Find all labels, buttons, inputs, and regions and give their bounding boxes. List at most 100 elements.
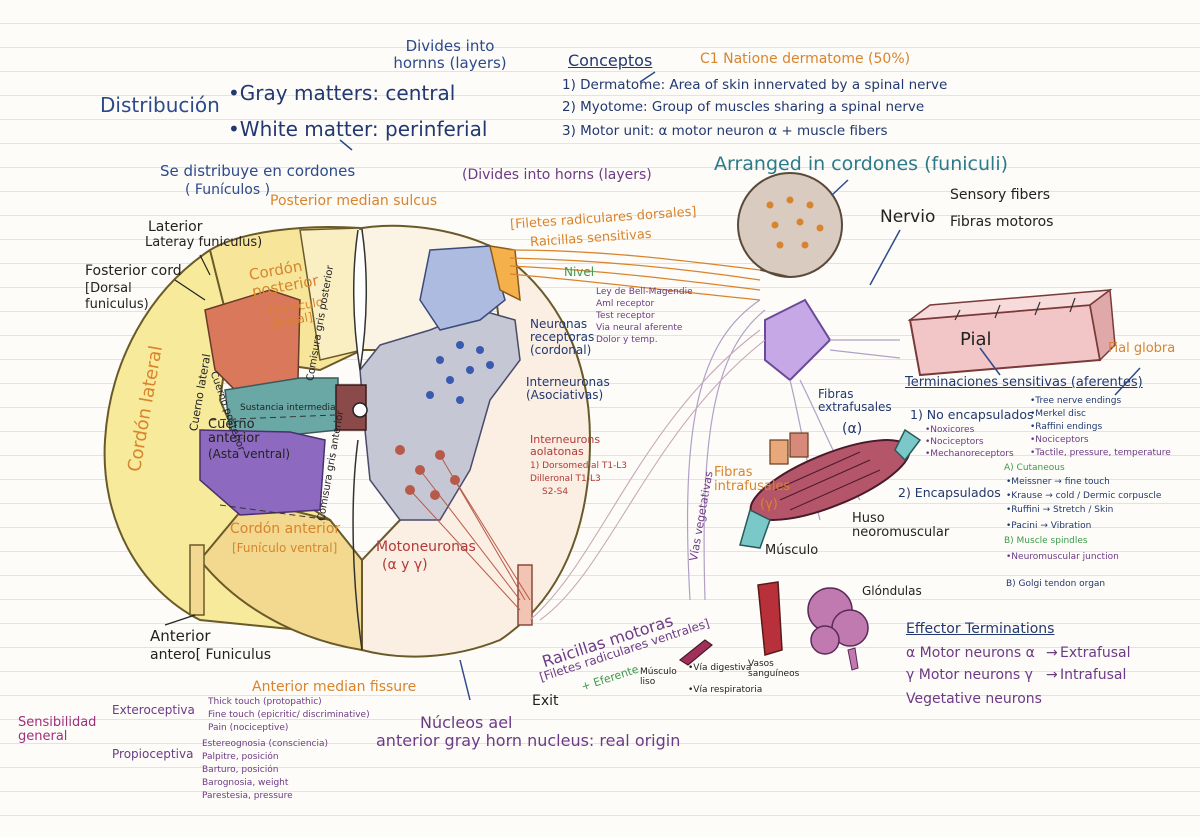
muscle-illustration bbox=[739, 428, 922, 549]
sensory-fibers: Sensory fibers bbox=[950, 187, 1051, 203]
encapsulados: 2) Encapsulados bbox=[898, 485, 1001, 500]
effector-row-1-left: γ Motor neurons γ bbox=[906, 667, 1033, 683]
pial-label: Pial bbox=[960, 329, 992, 350]
effector-row-2-left: Vegetative neurons bbox=[906, 691, 1042, 707]
fibras-intrafusales: Fibras intrafusales bbox=[714, 465, 791, 495]
interneuronas-label: Interneuronas (Asociativas) bbox=[526, 375, 610, 403]
motor-fibers: Fibras motoros bbox=[950, 214, 1054, 230]
musculo-liso-label: Músculo liso bbox=[640, 667, 677, 687]
via-digestiva-label: •Vía digestiva bbox=[688, 663, 752, 673]
natione-note: C1 Natione dermatome (50%) bbox=[700, 51, 911, 67]
funiculi-fibers bbox=[766, 196, 824, 249]
effector-title: Effector Terminations bbox=[906, 621, 1055, 637]
terminaciones-title: Terminaciones sensitivas (aferentes) bbox=[905, 375, 1143, 390]
interneurons-list-2: S2-S4 bbox=[542, 487, 569, 497]
cuerno-anterior-label: Cuerno anterior bbox=[208, 417, 260, 447]
nervio-label: Nervio bbox=[880, 207, 936, 227]
lateral-funiculus-label: Lateray funiculus) bbox=[145, 235, 263, 250]
proprio-item-4: Parestesia, pressure bbox=[202, 791, 293, 801]
dorsal-funiculus-l2: funiculus) bbox=[85, 297, 149, 312]
posterior-median-sulcus-label: Posterior median sulcus bbox=[270, 193, 438, 209]
anterior-label: Anterior bbox=[150, 627, 211, 645]
se-distribuye: Se distribuye en cordones bbox=[160, 162, 356, 180]
nivel-label: Nivel bbox=[564, 265, 595, 279]
white-matter-anterior bbox=[198, 498, 363, 652]
extero-item-2: Pain (nociceptive) bbox=[208, 723, 289, 733]
no-encaps-type-0: •Noxicores bbox=[925, 425, 975, 435]
dorsal-funiculus-l1: [Dorsal bbox=[85, 281, 132, 296]
anterior-root bbox=[517, 564, 533, 626]
motoneuronas-label: Motoneuronas bbox=[376, 539, 476, 555]
via-respiratoria-label: •Vía respiratoria bbox=[688, 685, 763, 695]
sensory-list-4: Dolor y temp. bbox=[596, 335, 658, 345]
fibras-extrafusales: Fibras extrafusales bbox=[818, 387, 892, 415]
glandulas-label: Glóndulas bbox=[862, 584, 922, 598]
encaps-item-5: •Neuromuscular junction bbox=[1006, 552, 1119, 562]
skin-block bbox=[907, 288, 1116, 377]
asta-ventral-label: (Asta ventral) bbox=[208, 447, 291, 461]
encaps-item-2: •Ruffini → Stretch / Skin bbox=[1006, 505, 1114, 515]
encaps-item-6: B) Golgi tendon organ bbox=[1006, 579, 1106, 589]
effector-row-0-left: α Motor neurons α bbox=[906, 645, 1035, 661]
anterior-median-fissure bbox=[352, 439, 363, 651]
posterior-median-sulcus bbox=[353, 229, 367, 371]
gray-matter-item: •Gray matters: central bbox=[228, 81, 456, 105]
no-encaps-type-1: •Nociceptors bbox=[925, 437, 984, 447]
cordon-anterior-label: Cordón anterior bbox=[230, 521, 341, 537]
huso-label: Huso neoromuscular bbox=[852, 511, 950, 541]
arranged-cordones: Arranged in cordones (funiculi) bbox=[714, 153, 1009, 175]
musculo-label: Músculo bbox=[765, 543, 819, 558]
interneurons-list-0: 1) Dorsomedial T1-L3 bbox=[530, 461, 628, 471]
no-encaps-item-4: •Tactile, pressure, temperature bbox=[1030, 448, 1171, 458]
laterior-label: Laterior bbox=[148, 219, 203, 235]
neuronas-receptoras: Neuronas receptoras (cordonal) bbox=[530, 317, 595, 358]
fosterior-cord-label: Fosterior cord bbox=[85, 263, 182, 279]
fibras-alpha: (α) bbox=[842, 421, 863, 437]
extero-item-0: Thick touch (protopathic) bbox=[208, 697, 322, 707]
nerve-bundle-box bbox=[764, 298, 832, 382]
funiculo-ventral-label: [Funículo ventral] bbox=[232, 541, 338, 555]
vasos-label: Vasos sanguíneos bbox=[748, 659, 800, 679]
dorsal-root-fibers bbox=[509, 249, 761, 301]
no-encaps-item-0: •Tree nerve endings bbox=[1030, 396, 1122, 406]
funiculos-note: ( Funículos ) bbox=[185, 182, 271, 198]
central-canal bbox=[352, 402, 368, 418]
exit-label: Exit bbox=[532, 693, 559, 709]
cutaneous-label: A) Cutaneous bbox=[1004, 463, 1065, 473]
spinal-cord-cross-section bbox=[103, 224, 592, 658]
encaps-item-3: •Pacini → Vibration bbox=[1006, 521, 1092, 531]
sensory-list-2: Test receptor bbox=[596, 311, 655, 321]
proprio-item-1: Palpitre, posición bbox=[202, 752, 279, 762]
gray-matter-right bbox=[359, 309, 521, 521]
propioceptiva-label: Propioceptiva bbox=[112, 747, 194, 761]
interneurons-aolatonas: Interneurons aolatonas bbox=[530, 433, 601, 459]
proprio-item-3: Barognosia, weight bbox=[202, 778, 289, 788]
sensory-list-0: Ley de Bell-Magendie bbox=[596, 287, 693, 297]
neuron-cells bbox=[426, 341, 494, 404]
fial-globra-label: Fial globra bbox=[1108, 341, 1176, 356]
interneurons-list-1: Dilleronal T1-L3 bbox=[530, 474, 601, 484]
efferent-fibers bbox=[529, 329, 766, 621]
fibras-gamma: (γ) bbox=[760, 497, 778, 512]
sensory-list-3: Via neural aferente bbox=[596, 323, 683, 333]
concept-2: 2) Myotome: Group of muscles sharing a s… bbox=[562, 99, 925, 115]
divides-horns: (Divides into horns (layers) bbox=[462, 167, 652, 183]
no-encaps-type-2: •Mechanoreceptors bbox=[925, 449, 1014, 459]
effector-row-1-right: Intrafusal bbox=[1060, 667, 1127, 683]
proprio-item-0: Estereognosia (consciencia) bbox=[202, 739, 328, 749]
anterior-median-fissure-label: Anterior median fissure bbox=[252, 679, 417, 695]
sensibilidad-title: Sensibilidad general bbox=[18, 715, 97, 745]
encaps-item-4: B) Muscle spindles bbox=[1004, 536, 1088, 546]
funiculi-circle bbox=[737, 172, 843, 278]
no-encapsulados: 1) No encapsulados bbox=[910, 407, 1034, 422]
alpha-gamma-label: (α y γ) bbox=[382, 557, 428, 573]
antero-funiculus-label: antero[ Funiculus bbox=[150, 647, 272, 663]
no-encaps-item-2: •Raffini endings bbox=[1030, 422, 1103, 432]
divides-note: Divides into hornns (layers) bbox=[393, 37, 507, 72]
proprio-item-2: Barturo, posición bbox=[202, 765, 279, 775]
lateral-root bbox=[189, 544, 205, 616]
concept-1: 1) Dermatome: Area of skin innervated by… bbox=[562, 77, 948, 93]
concept-3: 3) Motor unit: α motor neuron α + muscle… bbox=[562, 123, 888, 139]
conceptos-title: Conceptos bbox=[568, 51, 653, 70]
